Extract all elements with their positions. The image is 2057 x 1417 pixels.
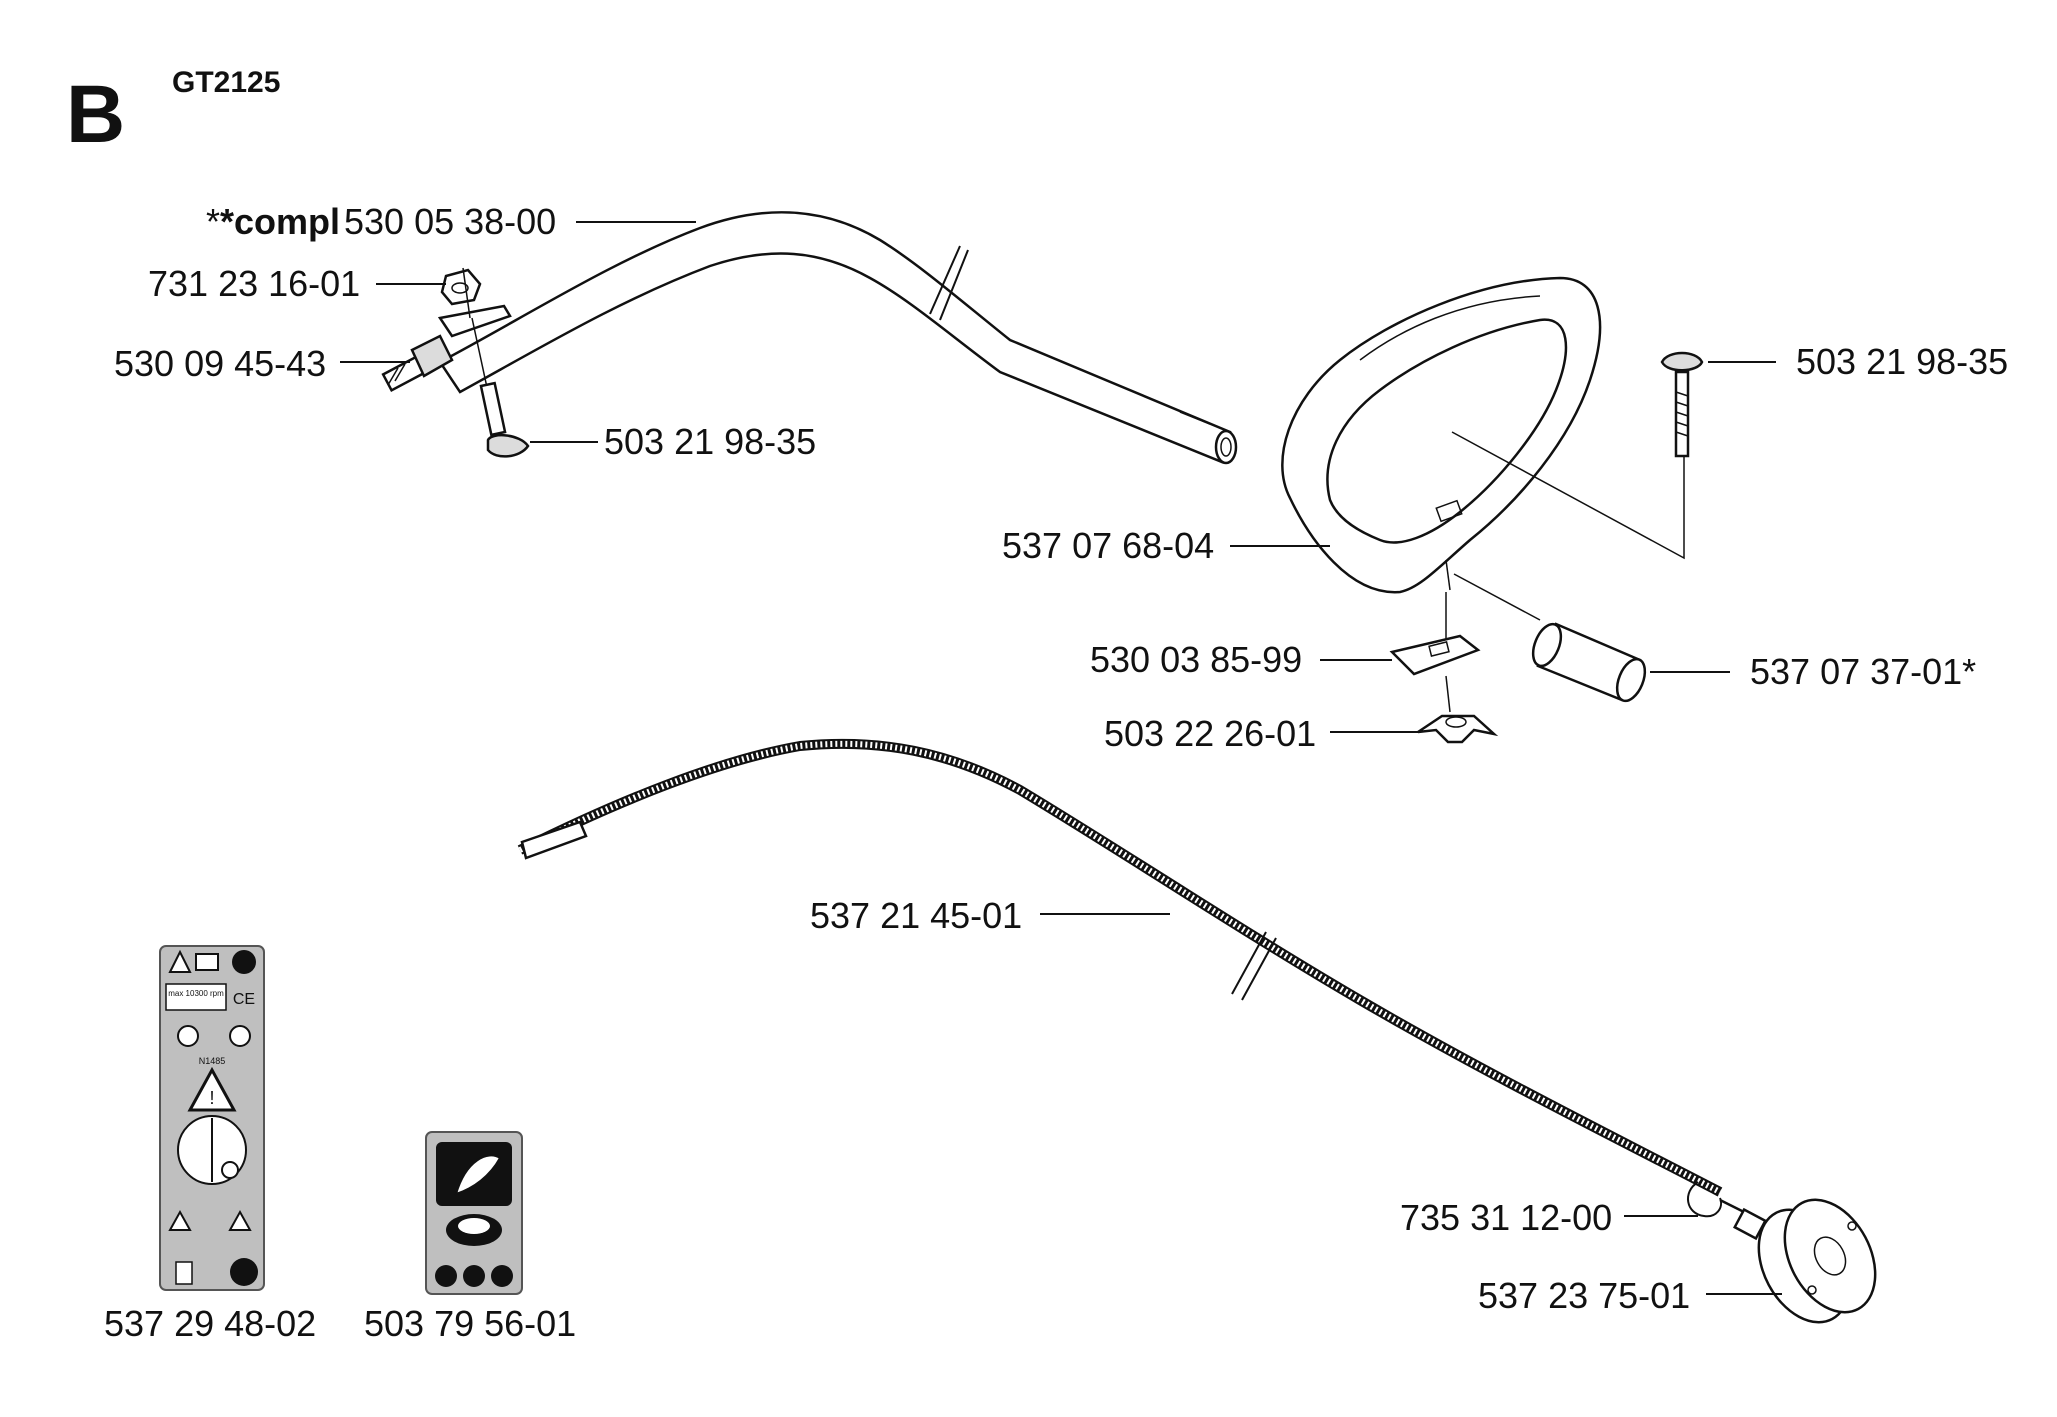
clip — [1687, 1181, 1722, 1218]
bolt-left — [471, 317, 530, 458]
callout-shaft-prefix: **compl — [206, 201, 340, 242]
decal-max-rpm: max 10300 rpm — [168, 989, 224, 998]
drive-cable — [517, 738, 1723, 1197]
shaft-tube — [438, 211, 1238, 465]
callout-bolt-right: 503 21 98-35 — [1796, 341, 2008, 382]
wing-nut — [1417, 675, 1499, 744]
callout-decal-warning: 537 29 48-02 — [104, 1303, 316, 1344]
callout-decal-head: 503 79 56-01 — [364, 1303, 576, 1344]
clamp — [1389, 592, 1481, 676]
callout-bolt-left: 503 21 98-35 — [604, 421, 816, 462]
callout-shaft: 530 05 38-00 — [344, 201, 556, 242]
decal-code: N1485 — [199, 1056, 226, 1066]
clamp-plate-upper — [437, 304, 512, 338]
ce-mark: CE — [233, 991, 255, 1008]
callout-clamp: 530 03 85-99 — [1090, 639, 1302, 680]
leader-lines — [340, 221, 1782, 1295]
decal-head — [425, 1131, 523, 1295]
callout-handle: 537 07 68-04 — [1002, 525, 1214, 566]
callout-wing-nut: 503 22 26-01 — [1104, 713, 1316, 754]
decal-warning: max 10300 rpm CE N1485 ! — [159, 945, 265, 1291]
callout-clip: 735 31 12-00 — [1400, 1197, 1612, 1238]
sleeve — [1453, 573, 1647, 703]
loop-handle — [1281, 276, 1602, 594]
callout-nut: 731 23 16-01 — [148, 263, 360, 304]
nut — [440, 268, 482, 306]
warning-icon: ! — [209, 1088, 214, 1108]
model-name: GT2125 — [172, 66, 280, 99]
bolt-right — [1660, 351, 1704, 458]
callout-drive-cable: 537 21 45-01 — [810, 895, 1022, 936]
callout-coupling: 530 09 45-43 — [114, 343, 326, 384]
drive-cup — [1719, 1198, 1877, 1324]
section-letter: B — [66, 69, 125, 160]
callout-drive-cup: 537 23 75-01 — [1478, 1275, 1690, 1316]
callout-sleeve: 537 07 37-01* — [1750, 651, 1976, 692]
coupling — [381, 334, 454, 393]
